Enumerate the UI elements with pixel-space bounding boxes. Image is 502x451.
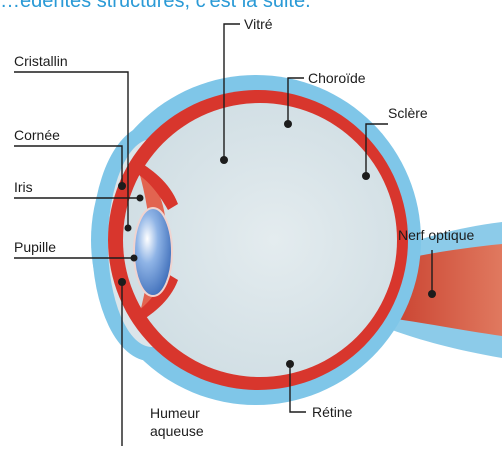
label-pupille: Pupille: [14, 239, 56, 255]
dot-cornee: [118, 182, 126, 190]
dot-vitre: [220, 156, 228, 164]
label-iris: Iris: [14, 179, 33, 195]
dot-pupille: [131, 255, 138, 262]
label-cornee: Cornée: [14, 127, 60, 143]
dot-nerf-optique: [428, 290, 436, 298]
dot-sclere: [362, 172, 370, 180]
top-caption: …édentes structures, c'est la suite.: [0, 0, 502, 14]
dot-choroide: [284, 120, 292, 128]
label-cristallin: Cristallin: [14, 53, 68, 69]
label-humeur-line2: aqueuse: [150, 423, 204, 439]
lens-shape: [134, 208, 172, 296]
label-choroide: Choroïde: [308, 70, 366, 86]
dot-retine: [286, 360, 294, 368]
label-humeur-line1: Humeur: [150, 405, 200, 421]
label-vitre: Vitré: [244, 16, 273, 32]
dot-iris: [137, 195, 144, 202]
dot-cristallin: [125, 225, 132, 232]
label-nerf-optique: Nerf optique: [398, 227, 474, 243]
dot-humeur: [118, 278, 126, 286]
label-sclere: Sclère: [388, 105, 428, 121]
label-retine: Rétine: [312, 404, 353, 420]
